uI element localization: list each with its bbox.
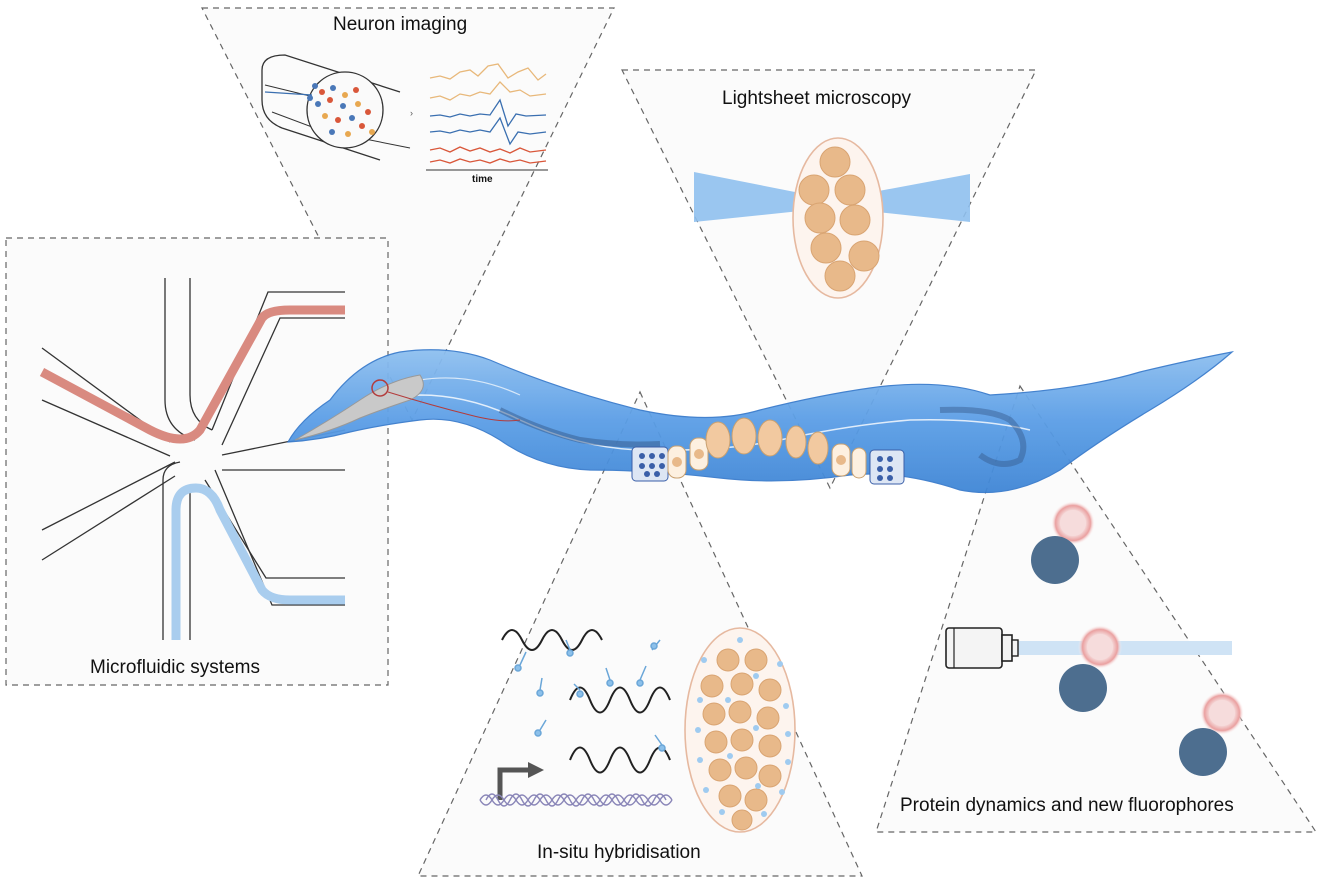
neuron-imaging-panel: › (201, 7, 615, 422)
neuron-dots (307, 83, 375, 137)
insitu-panel (417, 390, 863, 877)
laser-beam (1015, 641, 1232, 655)
calcium-traces (429, 63, 547, 164)
c-elegans-worm (286, 349, 1235, 494)
light-sheet-beam-right (868, 174, 970, 222)
protein-title: Protein dynamics and new fluorophores (900, 795, 1234, 816)
fluorophore-pairs (1031, 501, 1244, 776)
blue-flow-channel (171, 483, 345, 640)
insitu-cells (700, 648, 782, 831)
lightsheet-title: Lightsheet microscopy (722, 88, 912, 109)
gonad-oocytes (631, 417, 905, 485)
nerve-ring (371, 379, 389, 397)
insitu-spots (695, 637, 791, 817)
microfluidic-title: Microfluidic systems (90, 657, 260, 678)
protein-panel (875, 384, 1318, 833)
light-sheet-beam-left (694, 172, 800, 222)
neuron-imaging-title: Neuron imaging (333, 14, 468, 35)
mrna-waves (501, 629, 671, 774)
red-flow-channel (39, 305, 345, 444)
lightsheet-panel (621, 69, 1037, 490)
dna-helix (479, 793, 673, 807)
microfluidic-panel (5, 237, 389, 686)
probes (514, 639, 666, 752)
embryo-cells (798, 146, 880, 292)
objective-lens-icon (945, 627, 1019, 669)
svg-text:›: › (410, 108, 413, 118)
pharynx (294, 374, 424, 441)
time-axis-label: time (472, 174, 493, 185)
promoter-arrow (497, 767, 530, 800)
nerve-cord (387, 391, 521, 422)
insitu-title: In-situ hybridisation (537, 842, 701, 863)
